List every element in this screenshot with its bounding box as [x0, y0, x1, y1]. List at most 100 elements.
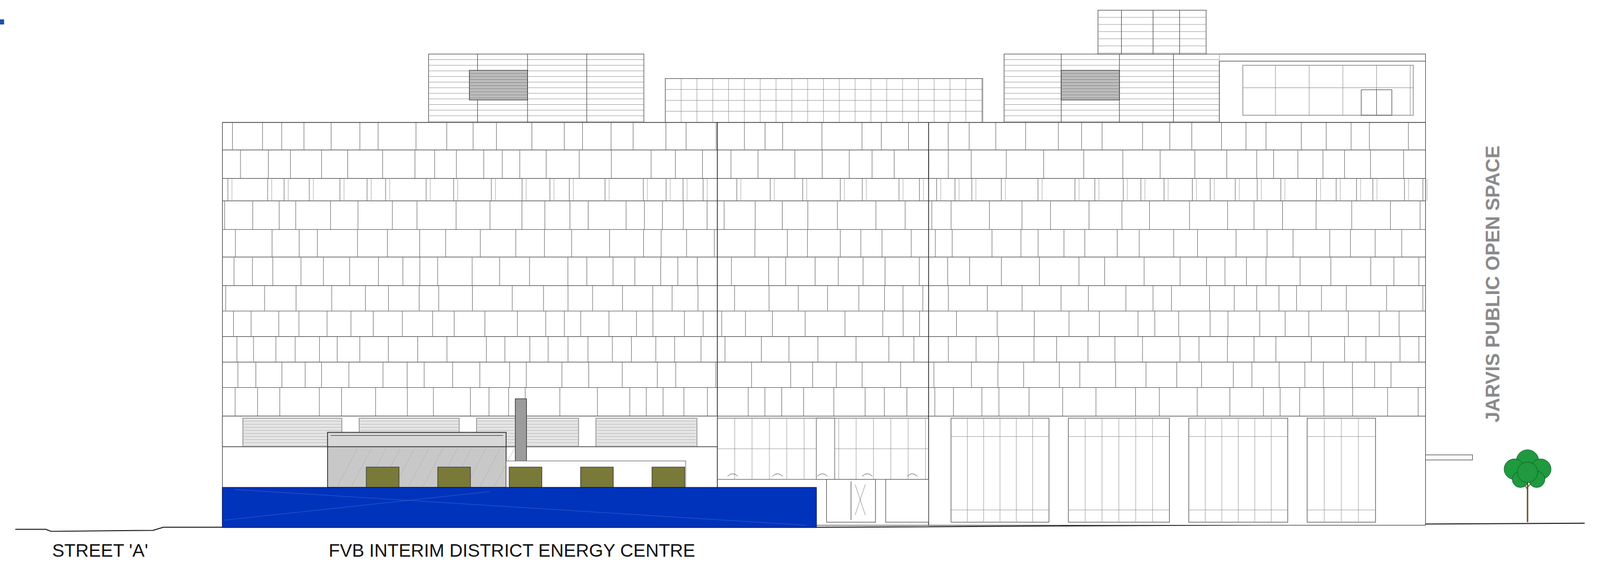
elevation-line: [665, 178, 667, 201]
elevation-line: [348, 362, 350, 389]
elevation-line: [1213, 178, 1215, 201]
street-label: STREET 'A': [52, 540, 149, 562]
elevation-line: [1043, 150, 1044, 179]
elevation-line: [569, 178, 570, 201]
elevation-line: [707, 388, 708, 417]
elevation-line: [822, 150, 823, 179]
elevation-line: [768, 257, 769, 286]
elevation-line: [234, 489, 806, 526]
elevation-line: [1004, 59, 1220, 60]
elevation-line: [392, 200, 393, 230]
elevation-line: [790, 362, 791, 389]
elevation-line: [597, 388, 598, 417]
elevation-line: [1265, 257, 1267, 286]
elevation-line: [721, 311, 723, 338]
elevation-line: [1179, 337, 1181, 363]
elevation-line: [359, 337, 360, 363]
elevation-line: [651, 150, 652, 179]
elevation-line: [1356, 178, 1357, 201]
elevation-line: [947, 337, 949, 363]
elevation-line: [1340, 178, 1341, 201]
elevation-line: [271, 229, 273, 258]
elevation-line: [1260, 178, 1262, 201]
elevation-line: [706, 200, 708, 230]
elevation-line: [1021, 200, 1022, 230]
elevation-line: [428, 104, 645, 105]
elevation-line: [1028, 388, 1030, 417]
elevation-line: [804, 311, 806, 338]
elevation-line: [674, 337, 676, 363]
elevation-line: [1061, 85, 1120, 87]
elevation-line: [953, 388, 954, 417]
elevation-line: [1227, 200, 1229, 230]
elevation-line: [934, 229, 936, 258]
elevation-line: [827, 285, 828, 312]
elevation-line: [243, 430, 343, 431]
elevation-line: [544, 200, 546, 230]
elevation-line: [1196, 178, 1197, 201]
elevation-line: [1061, 82, 1120, 83]
elevation-line: [999, 418, 1001, 523]
elevation-line: [700, 337, 702, 363]
elevation-line: [452, 362, 453, 389]
elevation-line: [1192, 178, 1193, 201]
elevation-line: [1375, 229, 1376, 258]
elevation-line: [782, 122, 784, 151]
elevation-line: [1404, 178, 1405, 201]
elevation-part: [826, 479, 876, 523]
elevation-line: [587, 200, 589, 230]
elevation-line: [865, 178, 867, 201]
elevation-line: [525, 178, 527, 201]
elevation-line: [802, 178, 803, 201]
elevation-line: [636, 311, 637, 338]
elevation-line: [919, 178, 920, 201]
elevation-line: [611, 337, 613, 363]
elevation-line: [798, 285, 799, 312]
elevation-line: [365, 285, 366, 312]
elevation-line: [243, 424, 343, 425]
elevation-line: [1370, 257, 1371, 286]
elevation-line: [446, 337, 448, 363]
elevation-part: [509, 467, 543, 488]
elevation-line: [489, 200, 491, 230]
elevation-line: [1242, 87, 1414, 89]
elevation-line: [981, 78, 982, 123]
elevation-line: [416, 200, 418, 230]
elevation-line: [715, 362, 716, 389]
elevation-line: [222, 310, 1426, 312]
elevation-line: [1159, 150, 1161, 179]
elevation-line: [1226, 337, 1228, 363]
elevation-line: [908, 122, 909, 151]
elevation-line: [1322, 150, 1323, 179]
elevation-line: [675, 362, 677, 389]
elevation-line: [884, 257, 886, 286]
elevation-line: [730, 150, 732, 179]
elevation-line: [1196, 388, 1198, 417]
elevation-line: [425, 178, 427, 201]
elevation-line: [569, 200, 571, 230]
elevation-line: [754, 200, 756, 230]
elevation-line: [1191, 122, 1193, 151]
elevation-line: [669, 178, 671, 201]
elevation-line: [1323, 388, 1325, 417]
elevation-part: [951, 418, 1050, 523]
elevation-line: [724, 337, 726, 363]
elevation-line: [1101, 122, 1103, 151]
building-label: FVB INTERIM DISTRICT ENERGY CENTRE: [328, 540, 696, 562]
elevation-line: [567, 285, 569, 312]
elevation-line: [1350, 229, 1351, 258]
elevation-part: [222, 487, 816, 528]
elevation-line: [1344, 337, 1345, 363]
elevation-line: [357, 229, 358, 258]
elevation-line: [549, 178, 551, 201]
elevation-line: [610, 122, 612, 151]
elevation-line: [1179, 10, 1181, 55]
elevation-line: [483, 150, 485, 179]
elevation-line: [1378, 311, 1380, 338]
elevation-line: [919, 311, 920, 338]
elevation-part: [1425, 455, 1473, 461]
elevation-line: [313, 178, 314, 201]
elevation-line: [428, 98, 645, 100]
elevation-line: [1234, 178, 1236, 201]
elevation-line: [543, 285, 544, 312]
